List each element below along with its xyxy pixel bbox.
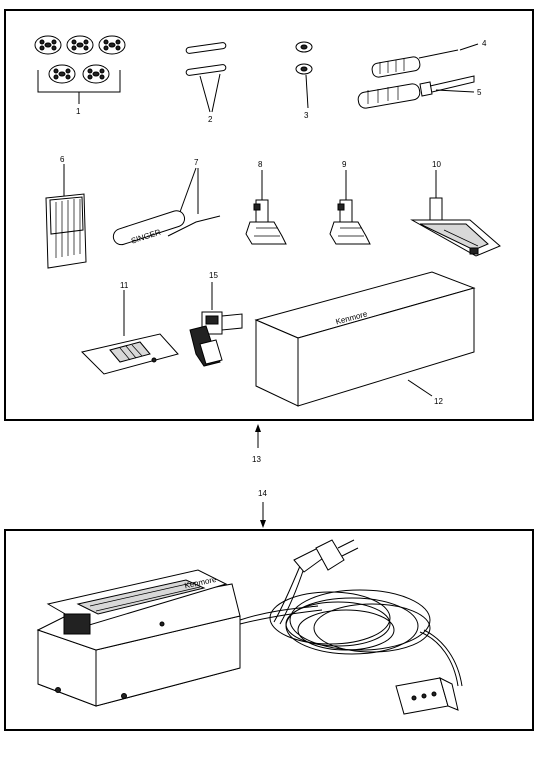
callout-8: 8 xyxy=(258,160,263,169)
foot-control-panel xyxy=(4,529,534,731)
buttonhole-foot xyxy=(410,170,501,257)
feed-cover-plate xyxy=(81,290,179,375)
callout-2: 2 xyxy=(208,115,213,124)
callout-12: 12 xyxy=(434,397,443,406)
machine-connector xyxy=(395,677,459,715)
callout-14: 14 xyxy=(258,489,267,498)
callout-10: 10 xyxy=(432,160,441,169)
callout-3: 3 xyxy=(304,111,309,120)
accessory-box: Kenmore xyxy=(254,271,476,407)
callout-7: 7 xyxy=(194,158,199,167)
spool-pins xyxy=(185,42,227,113)
callout-1: 1 xyxy=(76,107,81,116)
wall-plug xyxy=(293,539,359,573)
callout-4: 4 xyxy=(482,39,487,48)
accessories-panel xyxy=(4,9,534,421)
bobbin xyxy=(48,64,76,84)
callout-13: 13 xyxy=(252,455,261,464)
leader-13 xyxy=(255,424,261,448)
bobbin xyxy=(66,35,94,55)
presser-foot-9 xyxy=(329,170,371,245)
leader-14 xyxy=(260,502,266,528)
bobbin xyxy=(98,35,126,55)
spool-felts xyxy=(295,41,313,109)
presser-foot-8 xyxy=(245,170,287,245)
callout-5: 5 xyxy=(477,88,482,97)
bobbin xyxy=(34,35,62,55)
bobbin xyxy=(82,64,110,84)
power-cord xyxy=(239,565,463,687)
callout-11: 11 xyxy=(120,281,129,290)
callout-6: 6 xyxy=(60,155,65,164)
needle-pack xyxy=(45,164,87,269)
callout-9: 9 xyxy=(342,160,347,169)
seam-ripper: SINGER xyxy=(112,167,221,246)
large-screwdriver xyxy=(357,75,475,109)
callout-15: 15 xyxy=(209,271,218,280)
zipper-foot xyxy=(189,282,243,367)
bobbins-group xyxy=(34,35,126,104)
small-screwdriver xyxy=(371,43,479,78)
foot-control: Kenmore xyxy=(36,569,241,707)
